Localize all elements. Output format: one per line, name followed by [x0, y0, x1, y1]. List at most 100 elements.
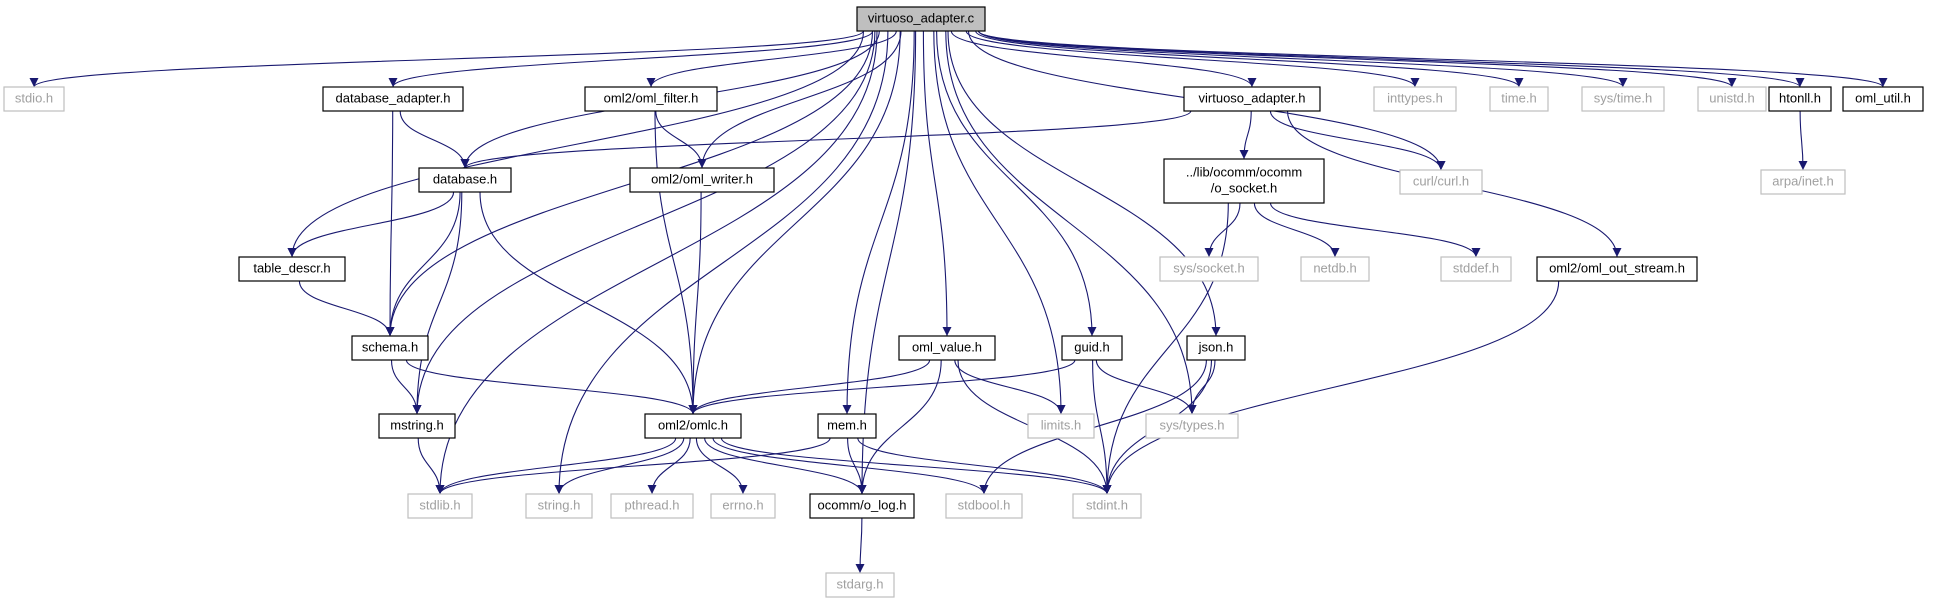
- node-label: errno.h: [722, 497, 763, 512]
- node-database-adapter-h[interactable]: database_adapter.h: [322, 86, 464, 112]
- node-curl-h[interactable]: curl/curl.h: [1399, 169, 1483, 195]
- node-netdb-h[interactable]: netdb.h: [1300, 256, 1370, 282]
- node-htonll-h[interactable]: htonll.h: [1768, 86, 1832, 112]
- node-label: oml2/oml_filter.h: [604, 90, 699, 105]
- node-sys-socket-h[interactable]: sys/socket.h: [1159, 256, 1259, 282]
- node-box: [322, 86, 464, 112]
- edge-virtuoso-adapter-c-to-unistd-h: [978, 30, 1737, 88]
- node-oml-writer-h[interactable]: oml2/oml_writer.h: [629, 167, 775, 193]
- edge-omlc-h-to-pthread-h: [647, 437, 691, 495]
- node-oml-out-stream-h[interactable]: oml2/oml_out_stream.h: [1536, 256, 1698, 282]
- edge-mem-h-to-stdint-h: [857, 437, 1112, 495]
- node-box: [610, 493, 694, 519]
- node-box: [644, 413, 742, 439]
- node-oml-util-h[interactable]: oml_util.h: [1842, 86, 1924, 112]
- node-stdint-h[interactable]: stdint.h: [1072, 493, 1142, 519]
- node-label: stdlib.h: [419, 497, 460, 512]
- nodes-layer: virtuoso_adapter.c stdio.h database_adapte…: [3, 6, 1924, 598]
- edge-schema-h-to-omlc-h: [405, 359, 698, 415]
- node-box: [710, 493, 776, 519]
- node-label: virtuoso_adapter.c: [868, 10, 975, 25]
- node-stddef-h[interactable]: stddef.h: [1440, 256, 1512, 282]
- node-label: time.h: [1501, 90, 1536, 105]
- node-box: [1440, 256, 1512, 282]
- edge-virtuoso-adapter-c-to-inttypes-h: [965, 30, 1420, 88]
- node-schema-h[interactable]: schema.h: [351, 335, 429, 361]
- edge-omlc-h-to-errno-h: [695, 437, 748, 495]
- edge-virtuoso-adapter-c-to-mstring-h: [412, 30, 876, 415]
- edge-o-socket-h-to-sys-socket-h: [1204, 202, 1241, 258]
- edge-schema-h-to-mstring-h: [390, 359, 422, 415]
- node-box: [1061, 335, 1123, 361]
- edge-virtuoso-adapter-h-to-database-h: [460, 110, 1192, 169]
- edge-json-h-to-stdbool-h: [979, 359, 1207, 495]
- edge-virtuoso-adapter-c-to-oml-value-h: [922, 30, 952, 337]
- edge-guid-h-to-sys-types-h: [1095, 359, 1197, 415]
- edge-omlc-h-to-stdbool-h: [712, 437, 989, 495]
- node-label: stdbool.h: [958, 497, 1011, 512]
- node-unistd-h[interactable]: unistd.h: [1697, 86, 1767, 112]
- edge-virtuoso-adapter-h-to-o-socket-h: [1239, 110, 1252, 160]
- node-box: [898, 335, 996, 361]
- edge-database-h-to-schema-h: [385, 191, 461, 337]
- node-virtuoso-adapter-h[interactable]: virtuoso_adapter.h: [1183, 86, 1321, 112]
- edge-virtuoso-adapter-h-to-curl-h: [1269, 110, 1446, 171]
- edge-database-adapter-h-to-schema-h: [385, 110, 395, 337]
- node-label: ocomm/o_log.h: [818, 497, 907, 512]
- node-box: [1159, 256, 1259, 282]
- node-box: [584, 86, 718, 112]
- node-table-descr-h[interactable]: table_descr.h: [238, 256, 346, 282]
- node-oml-filter-h[interactable]: oml2/oml_filter.h: [584, 86, 718, 112]
- node-arpa-inet-h[interactable]: arpa/inet.h: [1760, 169, 1846, 195]
- node-sys-time-h[interactable]: sys/time.h: [1581, 86, 1665, 112]
- node-box: [1489, 86, 1549, 112]
- edge-virtuoso-adapter-c-to-mem-h: [842, 30, 915, 415]
- node-label: htonll.h: [1779, 90, 1821, 105]
- node-box: [1027, 413, 1095, 439]
- node-json-h[interactable]: json.h: [1186, 335, 1246, 361]
- node-box: [351, 335, 429, 361]
- node-virtuoso-adapter-c[interactable]: virtuoso_adapter.c: [856, 6, 986, 32]
- node-label: stddef.h: [1453, 260, 1499, 275]
- edge-virtuoso-adapter-c-to-oml-filter-h: [646, 30, 897, 88]
- node-label: sys/types.h: [1159, 417, 1224, 432]
- node-label: curl/curl.h: [1413, 173, 1469, 188]
- edge-o-socket-h-to-stddef-h: [1269, 202, 1481, 258]
- node-guid-h[interactable]: guid.h: [1061, 335, 1123, 361]
- node-label: oml2/oml_writer.h: [651, 171, 753, 186]
- node-o-socket-h[interactable]: ../lib/ocomm/ocomm/o_socket.h: [1163, 158, 1325, 204]
- node-limits-h[interactable]: limits.h: [1027, 413, 1095, 439]
- edge-database-h-to-mstring-h: [412, 191, 463, 415]
- edge-mem-h-to-o-log-h: [847, 437, 867, 495]
- edge-virtuoso-adapter-c-to-string-h: [554, 30, 889, 495]
- node-errno-h[interactable]: errno.h: [710, 493, 776, 519]
- node-stdio-h[interactable]: stdio.h: [3, 86, 65, 112]
- edge-oml-filter-h-to-omlc-h: [654, 110, 698, 415]
- node-stdlib-h[interactable]: stdlib.h: [407, 493, 473, 519]
- edge-oml-out-stream-h-to-stdint-h: [1102, 280, 1560, 495]
- node-box: [1768, 86, 1832, 112]
- edge-virtuoso-adapter-c-to-sys-time-h: [978, 30, 1628, 88]
- node-box: [945, 493, 1023, 519]
- node-o-log-h[interactable]: ocomm/o_log.h: [809, 493, 915, 519]
- node-oml-value-h[interactable]: oml_value.h: [898, 335, 996, 361]
- node-inttypes-h[interactable]: inttypes.h: [1373, 86, 1457, 112]
- edge-o-socket-h-to-netdb-h: [1253, 202, 1340, 258]
- node-mem-h[interactable]: mem.h: [817, 413, 877, 439]
- edge-virtuoso-adapter-c-to-oml-writer-h: [697, 30, 902, 169]
- node-label: stdarg.h: [837, 576, 884, 591]
- node-database-h[interactable]: database.h: [418, 167, 512, 193]
- node-label: limits.h: [1041, 417, 1081, 432]
- node-stdbool-h[interactable]: stdbool.h: [945, 493, 1023, 519]
- node-mstring-h[interactable]: mstring.h: [378, 413, 456, 439]
- node-pthread-h[interactable]: pthread.h: [610, 493, 694, 519]
- node-time-h[interactable]: time.h: [1489, 86, 1549, 112]
- edge-virtuoso-adapter-c-to-virtuoso-adapter-h: [950, 30, 1257, 88]
- node-stdarg-h[interactable]: stdarg.h: [825, 572, 895, 598]
- edge-virtuoso-adapter-c-to-time-h: [975, 30, 1524, 88]
- node-string-h[interactable]: string.h: [525, 493, 593, 519]
- node-omlc-h[interactable]: oml2/omlc.h: [644, 413, 742, 439]
- node-label: json.h: [1198, 339, 1234, 354]
- node-sys-types-h[interactable]: sys/types.h: [1145, 413, 1239, 439]
